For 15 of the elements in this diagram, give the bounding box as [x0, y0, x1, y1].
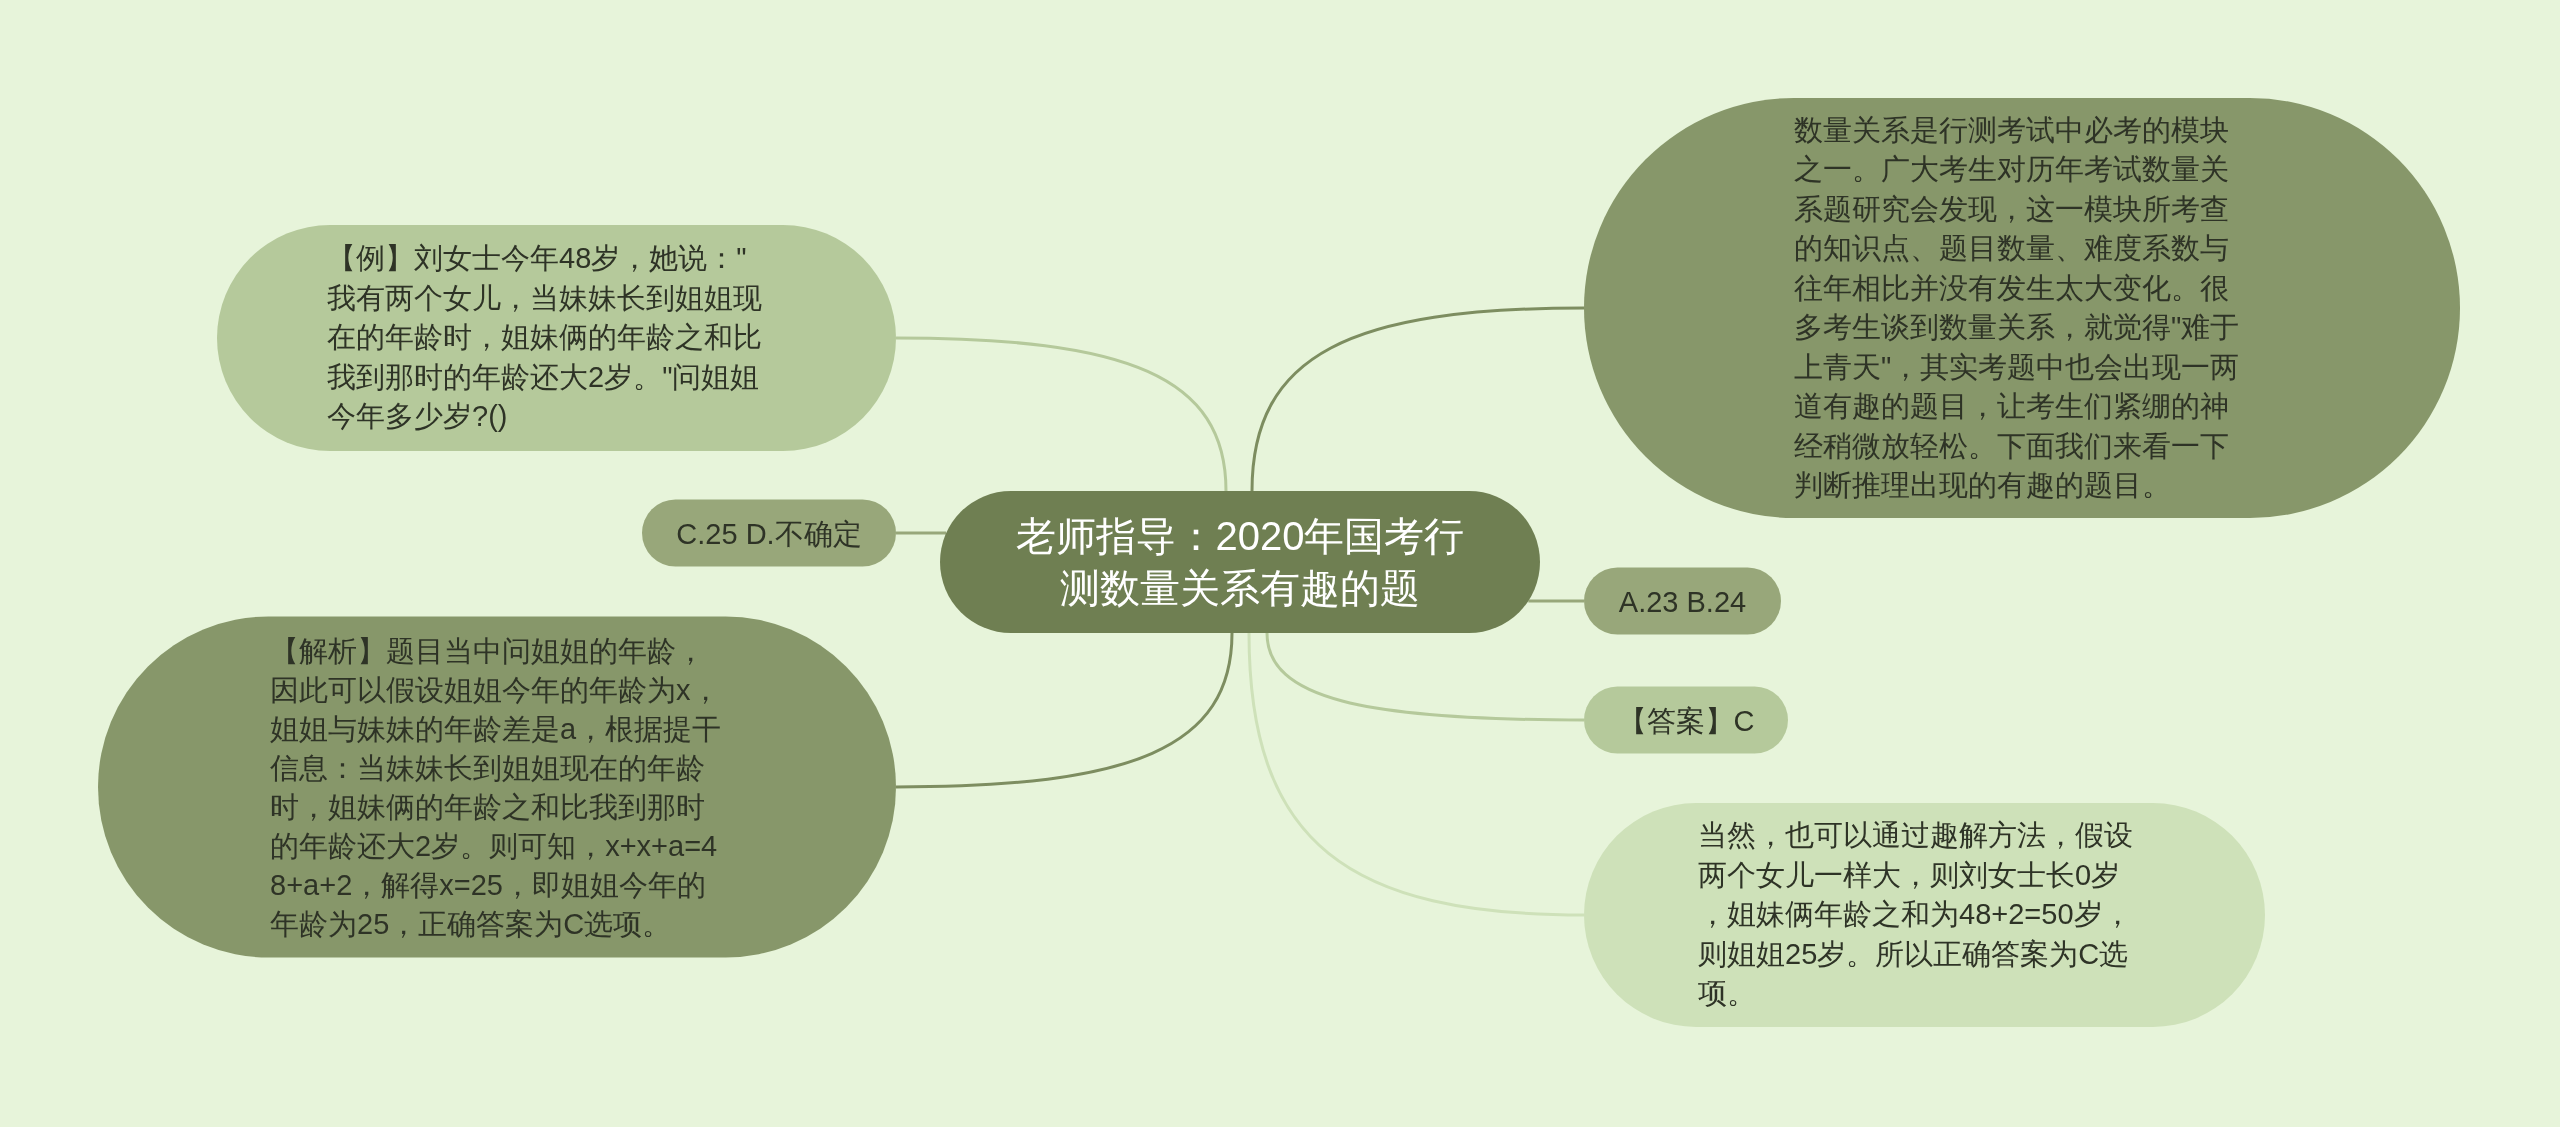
topic-text: C.25 D.不确定 — [676, 516, 862, 551]
connector-line — [895, 336, 1228, 492]
topic-text: 【答案】C — [1617, 703, 1755, 738]
topic-text: 老师指导：2020年国考行测数量关系有趣的题 — [1014, 513, 1466, 612]
connector-line — [1247, 632, 1585, 917]
topic-text: A.23 B.24 — [1618, 584, 1747, 619]
topic-text: 数量关系是行测考试中必考的模块之一。广大考生对历年考试数量关系题研究会发现，这一模块所考查的知识点、题目数量、难度系数与往年相比并没有发生太大变化。很多考生谈到数量关系，就觉得"难于上青天"，其实考题中也会出现一两道有趣的题目，让考生们紧绷的神经稍微放轻松。下面我们来看一下判断推理出现的有趣的题目。 — [1794, 112, 2241, 503]
connector-line — [1250, 306, 1585, 492]
connector-line — [1528, 599, 1584, 603]
connector-line — [895, 632, 1234, 789]
connector-line — [1265, 632, 1584, 722]
topic-text: 【例】刘女士今年48岁，她说："我有两个女儿，当妹妹长到姐姐现在的年龄时，姐妹俩的年龄之和比我到那时的年龄还大2岁。"问姐姐今年多少岁?() — [327, 241, 763, 435]
connector-line — [896, 531, 947, 535]
topic-text: 【解析】题目当中问姐姐的年龄，因此可以假设姐姐今年的年龄为x，姐姐与妹妹的年龄差是a，根据提干信息：当妹妹长到姐姐现在的年龄时，姐妹俩的年龄之和比我到那时的年龄还大2岁。则可知，x+x+a=48+a+2，解得x=25，即姐姐今年的年龄为25，正确答案为C选项。 — [270, 633, 722, 941]
topic-text: 当然，也可以通过趣解方法，假设两个女儿一样大，则刘女士长0岁，姐妹俩年龄之和为48+2=50岁，则姐姐25岁。所以正确答案为C选项。 — [1698, 818, 2134, 1012]
